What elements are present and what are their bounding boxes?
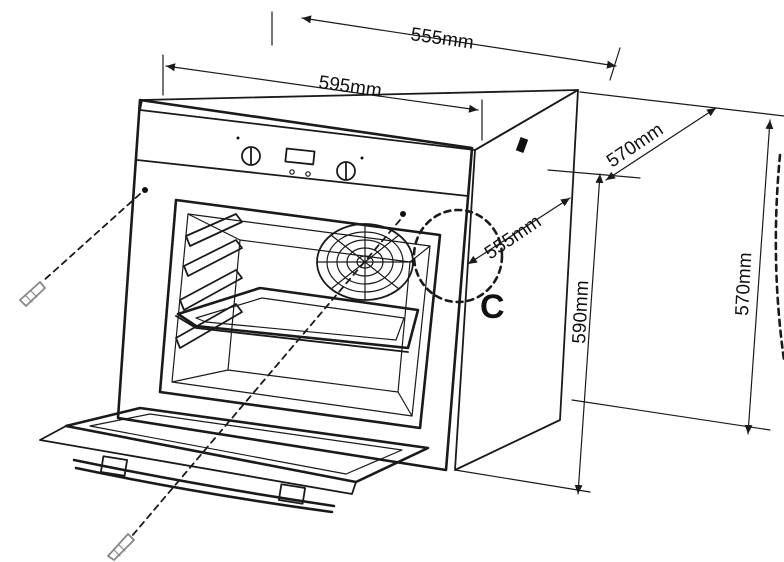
door-handle — [72, 455, 336, 514]
side-rack — [175, 213, 243, 349]
dim-width-front: 595mm — [317, 72, 383, 102]
dimension-lines — [162, 11, 784, 495]
left-knob — [241, 146, 261, 166]
detail-c-label: C — [480, 288, 505, 326]
convection-fan — [316, 223, 414, 301]
baking-tray — [175, 286, 420, 353]
oven-body — [116, 89, 579, 472]
dim-height-oven: 590mm — [569, 280, 593, 344]
display — [284, 147, 316, 177]
dim-depth-top: 555mm — [409, 24, 475, 54]
oven-front-panel — [116, 98, 474, 472]
screw-left — [19, 187, 148, 307]
oven-door — [39, 406, 430, 495]
dim-height-niche: 570mm — [732, 252, 756, 316]
oven-side-face — [454, 89, 579, 471]
oven-top-face — [139, 89, 579, 151]
dim-cavity-side: 555mm — [481, 211, 545, 264]
side-vent — [515, 137, 529, 153]
control-panel — [236, 136, 364, 181]
right-knob — [336, 161, 356, 181]
screw-bottom — [107, 211, 406, 561]
